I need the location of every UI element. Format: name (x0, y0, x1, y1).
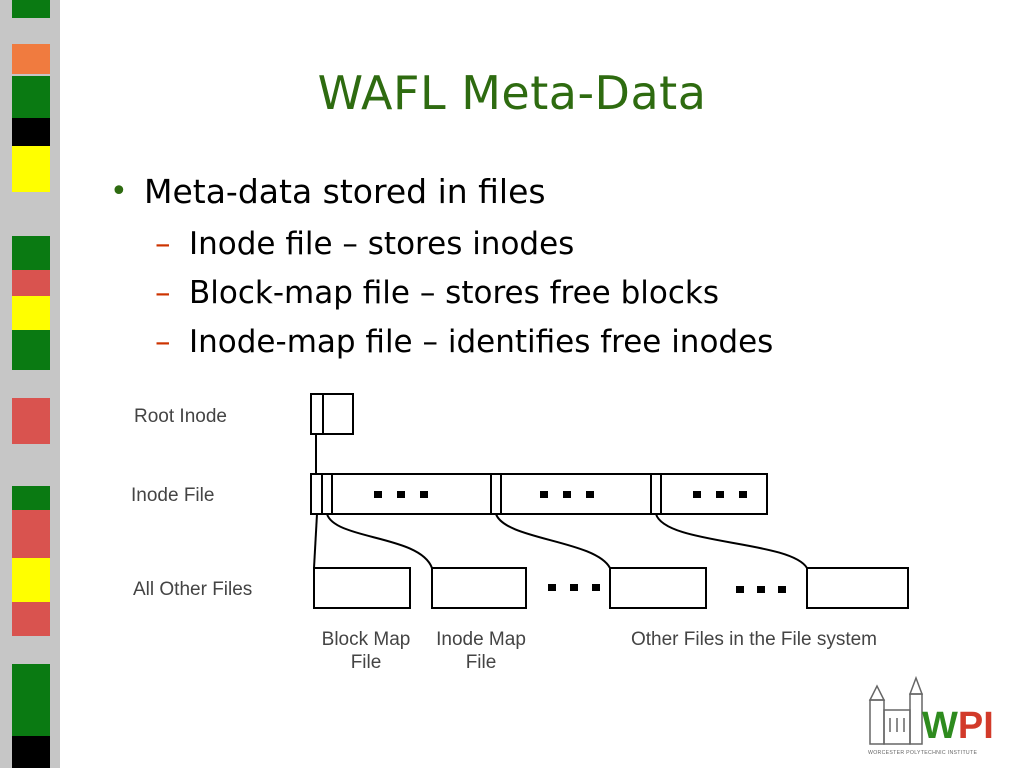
inode-file-label: Inode File (131, 485, 214, 506)
stripe-block (12, 270, 50, 296)
dash-icon: – (155, 226, 171, 262)
stripe-block (12, 558, 50, 602)
root-inode-label: Root Inode (134, 406, 227, 427)
stripe-block (12, 44, 50, 74)
stripe-block (12, 146, 50, 192)
ellipsis-icon (548, 584, 786, 593)
bullet-text: Meta-data stored in files (144, 172, 546, 211)
dash-icon: – (155, 275, 171, 311)
other-files-caption: Other Files in the File system (631, 629, 877, 650)
stripe-block (12, 76, 50, 118)
inode-map-caption: File (466, 652, 497, 673)
slide-title: WAFL Meta-Data (317, 66, 707, 120)
stripe-block (12, 118, 50, 146)
stripe-block (12, 602, 50, 636)
other-file-blocks (313, 567, 909, 609)
dash-icon: – (155, 324, 171, 360)
root-inode-box (310, 393, 354, 435)
ellipsis-icon (374, 491, 747, 498)
decorative-stripe-bar (0, 0, 60, 768)
inode-map-caption: Inode Map (436, 629, 526, 650)
stripe-block (12, 0, 50, 18)
stripe-block (12, 236, 50, 270)
building-icon (868, 675, 924, 745)
inode-file-blocks (310, 473, 768, 515)
wpi-logo-text: WPI (922, 705, 994, 747)
stripe-block (12, 486, 50, 510)
sub-bullet-text: Block-map file – stores free blocks (189, 275, 719, 311)
pointer-lines (313, 434, 808, 569)
sub-bullet-text: Inode file – stores inodes (189, 226, 575, 262)
wpi-logo-subtext: WORCESTER POLYTECHNIC INSTITUTE (868, 750, 977, 756)
stripe-block (12, 664, 50, 736)
sub-bullet-text: Inode-map file – identifies free inodes (189, 324, 774, 360)
bullet-dot-icon: • (110, 174, 128, 209)
stripe-block (12, 398, 50, 444)
stripe-block (12, 510, 50, 558)
stripe-block (12, 296, 50, 330)
stripe-block (12, 736, 50, 768)
block-map-caption: Block Map (322, 629, 411, 650)
wpi-logo: WPI WORCESTER POLYTECHNIC INSTITUTE (868, 675, 994, 756)
all-other-files-label: All Other Files (133, 579, 252, 600)
stripe-block (12, 330, 50, 370)
block-map-caption: File (351, 652, 382, 673)
